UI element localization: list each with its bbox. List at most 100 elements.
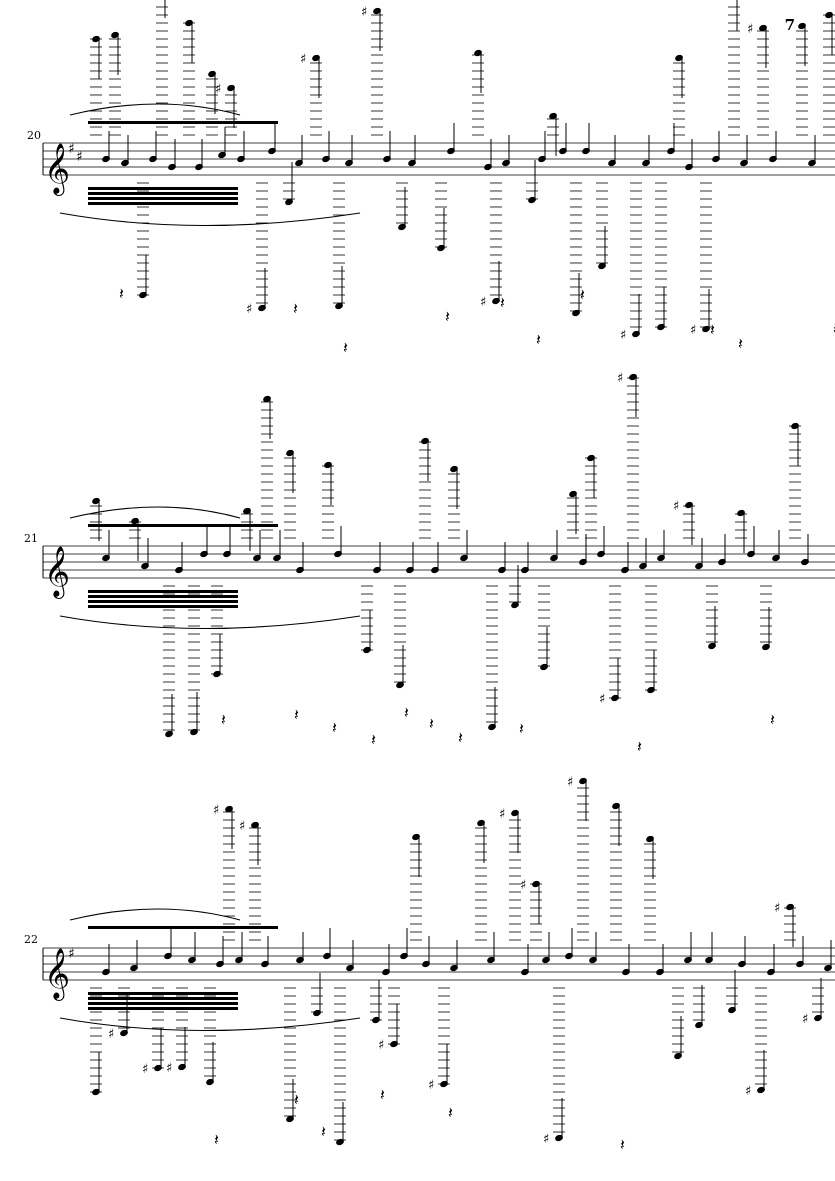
- notehead: [225, 805, 233, 813]
- notehead: [168, 163, 176, 171]
- rest: 𝄽: [294, 1090, 299, 1109]
- sharp-accidental: ♯: [690, 323, 696, 338]
- notehead: [450, 964, 458, 972]
- notehead: [243, 507, 251, 515]
- notehead: [382, 968, 390, 976]
- notehead: [218, 151, 226, 159]
- notehead: [322, 155, 330, 163]
- notehead: [408, 159, 416, 167]
- notehead: [597, 550, 605, 558]
- notehead: [131, 517, 139, 525]
- sharp-accidental: ♯: [166, 1061, 172, 1076]
- beam: [88, 197, 238, 200]
- notehead: [190, 728, 198, 736]
- notehead: [188, 956, 196, 964]
- notehead: [757, 1086, 765, 1094]
- notehead: [639, 562, 647, 570]
- notehead: [102, 968, 110, 976]
- notehead: [213, 670, 221, 678]
- notehead: [373, 7, 381, 15]
- beam: [88, 992, 238, 995]
- notehead: [335, 302, 343, 310]
- notehead: [488, 723, 496, 731]
- notehead: [460, 554, 468, 562]
- beam: [88, 524, 278, 527]
- notehead: [705, 956, 713, 964]
- sharp-accidental: ♯: [215, 82, 221, 97]
- notehead: [622, 968, 630, 976]
- notehead: [312, 54, 320, 62]
- rest: 𝄽: [445, 307, 450, 326]
- beam: [88, 600, 238, 603]
- notehead: [273, 554, 281, 562]
- notehead: [642, 159, 650, 167]
- measure-number-20: 20: [27, 129, 41, 142]
- notehead: [102, 554, 110, 562]
- notehead: [621, 566, 629, 574]
- notehead: [92, 35, 100, 43]
- notehead: [178, 1063, 186, 1071]
- beam: [88, 590, 238, 593]
- notehead: [92, 1088, 100, 1096]
- notehead: [572, 309, 580, 317]
- beam: [88, 202, 238, 205]
- beam: [88, 121, 278, 124]
- notehead: [718, 558, 726, 566]
- notehead: [629, 373, 637, 381]
- slur: [69, 908, 241, 921]
- notehead: [589, 956, 597, 964]
- notehead: [421, 437, 429, 445]
- rest: 𝄽: [833, 319, 835, 338]
- sharp-accidental: ♯: [213, 803, 219, 818]
- sharp-accidental: ♯: [480, 295, 486, 310]
- notehead: [579, 777, 587, 785]
- measure-number-22: 22: [24, 933, 38, 946]
- notehead: [801, 558, 809, 566]
- rest: 𝄽: [214, 1130, 219, 1149]
- notehead: [440, 1080, 448, 1088]
- measure-number-21: 21: [24, 532, 38, 545]
- rest: 𝄽: [620, 1135, 625, 1154]
- notehead: [175, 566, 183, 574]
- rest: 𝄽: [332, 718, 337, 737]
- beam: [88, 926, 278, 929]
- notehead: [612, 802, 620, 810]
- rest: 𝄽: [343, 338, 348, 357]
- notehead: [808, 159, 816, 167]
- beam: [88, 187, 238, 190]
- notehead: [296, 956, 304, 964]
- notehead: [549, 112, 557, 120]
- notehead: [422, 960, 430, 968]
- notehead: [555, 1134, 563, 1142]
- notehead: [206, 1078, 214, 1086]
- sharp-accidental: ♯: [300, 52, 306, 67]
- notehead: [569, 490, 577, 498]
- sharp-accidental: ♯: [142, 1062, 148, 1077]
- treble-clef: 𝄞: [44, 546, 70, 599]
- notehead: [130, 964, 138, 972]
- notehead: [769, 155, 777, 163]
- notehead: [702, 325, 710, 333]
- notehead: [313, 1009, 321, 1017]
- notehead: [786, 903, 794, 911]
- notehead: [487, 956, 495, 964]
- sharp-accidental: ♯: [745, 1084, 751, 1099]
- slur: [59, 212, 361, 227]
- notehead: [738, 960, 746, 968]
- notehead: [532, 880, 540, 888]
- notehead: [447, 147, 455, 155]
- notehead: [565, 952, 573, 960]
- notehead: [336, 1138, 344, 1146]
- notehead: [141, 562, 149, 570]
- sharp-accidental: ♯: [543, 1132, 549, 1147]
- notehead: [261, 960, 269, 968]
- notehead: [772, 554, 780, 562]
- notehead: [611, 694, 619, 702]
- notehead: [684, 956, 692, 964]
- key-signature-sharp: ♯: [68, 141, 75, 157]
- treble-clef: 𝄞: [44, 143, 70, 196]
- beam: [88, 997, 238, 1000]
- rest: 𝄽: [770, 710, 775, 729]
- beam: [88, 605, 238, 608]
- slur: [69, 506, 241, 519]
